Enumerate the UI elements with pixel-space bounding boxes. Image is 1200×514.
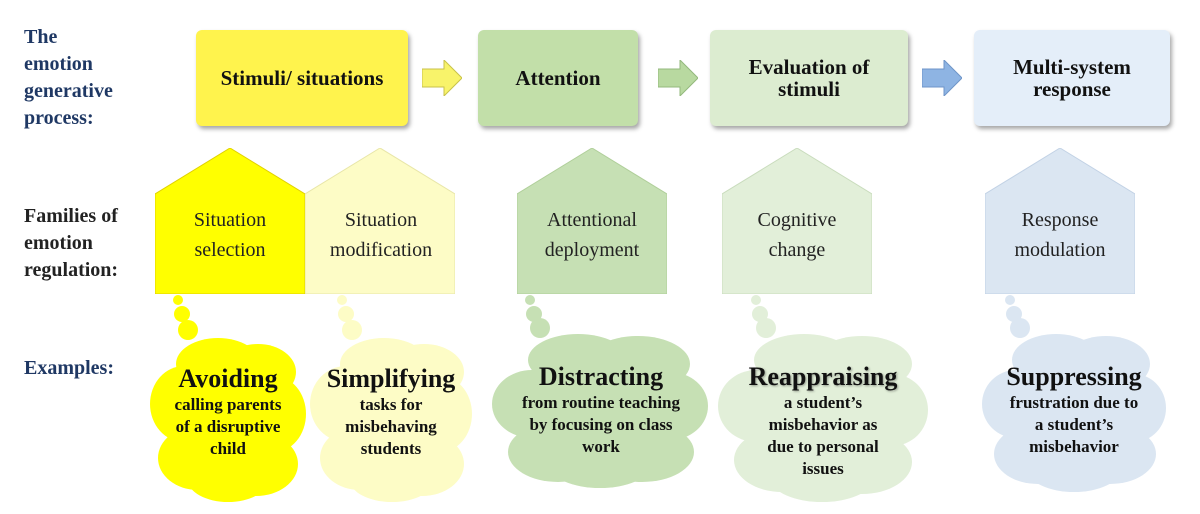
process-row-label: The emotion generative process: (24, 24, 113, 132)
regulation-arrow-cognitive-change (722, 148, 872, 294)
regulation-label-situation-modification: Situation modification (329, 209, 433, 261)
example-reappraising: Reappraising a student’s misbehavior as … (716, 362, 930, 480)
process-label-line: process: (24, 107, 94, 129)
example-cloud-avoiding (150, 295, 306, 502)
examples-label-line: Examples: (24, 357, 114, 379)
example-body: tasks for misbehaving students (345, 395, 437, 458)
flow-arrow-3 (922, 60, 962, 96)
regulation-arrow-response-modulation (985, 148, 1135, 294)
example-body: from routine teaching by focusing on cla… (521, 393, 681, 456)
families-label-line: emotion (24, 232, 93, 254)
process-step-response: Multi-system response (974, 30, 1170, 126)
example-simplifying: Simplifying tasks for misbehaving studen… (306, 364, 476, 460)
example-body: a student’s misbehavior as due to person… (767, 393, 879, 478)
families-label-line: Families of (24, 205, 118, 227)
process-step-evaluation: Evaluation of stimuli (710, 30, 908, 126)
regulation-label-cognitive-change: Cognitive change (757, 209, 837, 261)
example-suppressing: Suppressing frustration due to a student… (980, 362, 1168, 458)
example-head: Suppressing (1006, 362, 1142, 391)
example-cloud-suppressing (982, 295, 1166, 492)
regulation-label-attentional-deployment: Attentional deployment (544, 209, 640, 261)
example-cloud-distracting (492, 295, 708, 488)
example-distracting: Distracting from routine teaching by foc… (492, 362, 710, 458)
process-step-attention: Attention (478, 30, 638, 126)
process-label-line: emotion (24, 53, 93, 75)
flow-arrow-1 (422, 60, 462, 96)
example-body: frustration due to a student’s misbehavi… (1009, 393, 1139, 456)
flow-arrow-2 (658, 60, 698, 96)
example-cloud-reappraising (718, 295, 928, 502)
regulation-label-response-modulation: Response modulation (1014, 209, 1106, 261)
process-label-line: generative (24, 80, 113, 102)
families-row-label: Families of emotion regulation: (24, 203, 118, 284)
regulation-arrow-situation-modification (305, 148, 455, 294)
examples-row-label: Examples: (24, 355, 114, 382)
example-head: Simplifying (326, 364, 456, 393)
regulation-label-situation-selection: Situation selection (193, 209, 267, 261)
families-label-line: regulation: (24, 259, 119, 281)
regulation-arrow-attentional-deployment (517, 148, 667, 294)
regulation-arrow-situation-selection (155, 148, 305, 294)
example-cloud-simplifying (310, 295, 472, 502)
process-label-line: The (24, 26, 58, 48)
example-head: Distracting (538, 362, 664, 391)
process-step-stimuli: Stimuli/ situations (196, 30, 408, 126)
example-head: Avoiding (178, 364, 278, 393)
example-body: calling parents of a disruptive child (174, 395, 282, 458)
example-avoiding: Avoiding calling parents of a disruptive… (148, 364, 308, 460)
example-head: Reappraising (748, 362, 898, 391)
